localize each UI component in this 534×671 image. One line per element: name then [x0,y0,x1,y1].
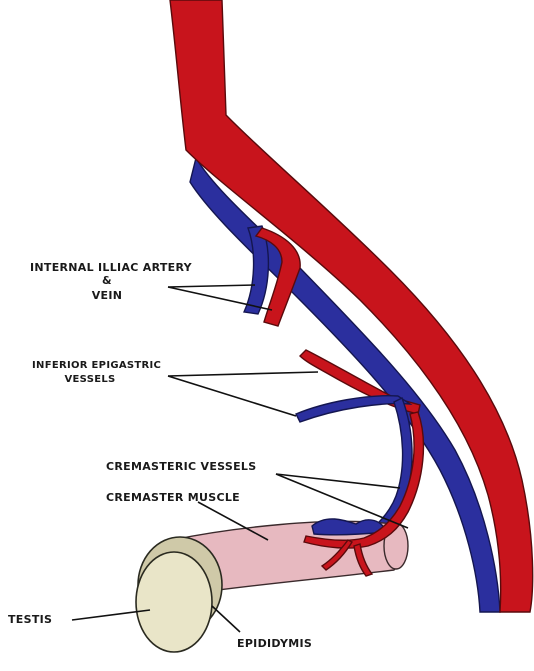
label-cremaster-muscle: CREMASTER MUSCLE [106,491,240,504]
leader-inferior-epigastric-artery [168,372,318,376]
label-internal-iliac-line3: VEIN [92,289,123,302]
label-cremasteric-vessels: CREMASTERIC VESSELS [106,460,256,473]
label-internal-iliac-line2: & [102,274,112,287]
inferior-epigastric-vein [296,396,410,422]
leader-internal-iliac-vein [168,285,255,287]
label-inferior-epigastric-line1: INFERIOR EPIGASTRIC [32,360,161,371]
leader-inferior-epigastric-vein [168,376,296,416]
label-internal-iliac-line1: INTERNAL ILLIAC ARTERY [30,261,193,274]
testis-shape [136,552,212,652]
label-epididymis: EPIDIDYMIS [237,637,312,650]
label-inferior-epigastric-line2: VESSELS [64,374,115,385]
leader-epididymis [212,606,240,632]
label-testis: TESTIS [8,613,52,626]
